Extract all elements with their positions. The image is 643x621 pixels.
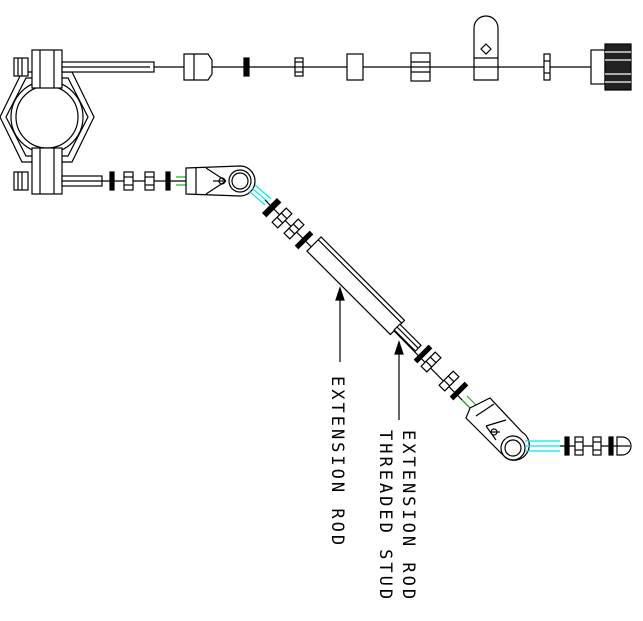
lower-bolt-assembly (13, 171, 190, 191)
threaded-stud (393, 323, 422, 352)
threaded-stud-label-line2: THREADED STUD (375, 430, 395, 602)
diagonal-rod-assembly (248, 184, 478, 411)
extension-rod (306, 236, 406, 336)
threaded-stud-label-line1: EXTENSION ROD (398, 430, 418, 602)
lower-swivel-eye (465, 397, 530, 461)
end-bolt-assembly (525, 436, 632, 456)
upper-swivel-eye (185, 165, 256, 197)
pipe-clamp (0, 49, 95, 195)
extension-rod-label: EXTENSION ROD (327, 376, 347, 548)
extension-rod-leader (335, 286, 345, 362)
top-bolt-assembly (13, 15, 632, 91)
threaded-stud-leader (394, 340, 404, 420)
